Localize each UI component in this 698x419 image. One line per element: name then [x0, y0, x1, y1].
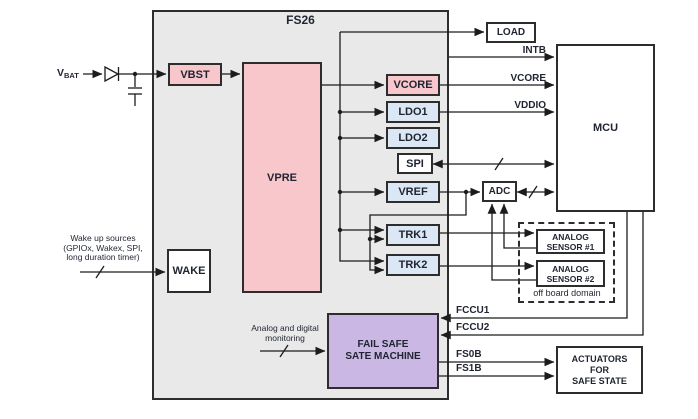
- bus-slash-spi: [494, 157, 504, 171]
- vbat-label: VBAT: [57, 67, 79, 80]
- signal-label-fccu2: FCCU2: [456, 322, 490, 333]
- block-ldo2: LDO2: [386, 127, 440, 149]
- block-analog-sensor-1: ANALOG SENSOR #1: [536, 229, 605, 254]
- block-failsafe-state-machine: FAIL SAFE SATE MACHINE: [327, 313, 439, 389]
- block-trk2: TRK2: [386, 254, 440, 276]
- signal-label-fs0b: FS0B: [456, 349, 482, 360]
- block-vref: VREF: [386, 181, 440, 203]
- block-analog-sensor-2: ANALOG SENSOR #2: [536, 260, 605, 287]
- signal-label-intb: INTB: [522, 45, 546, 56]
- block-wake: WAKE: [167, 249, 211, 293]
- signal-label-fccu1: FCCU1: [456, 305, 490, 316]
- block-ldo1: LDO1: [386, 101, 440, 123]
- diode-icon: [104, 65, 120, 83]
- block-spi: SPI: [397, 153, 433, 174]
- bus-slash-wakeup: [95, 265, 105, 279]
- block-vcore: VCORE: [386, 74, 440, 96]
- block-mcu: MCU: [556, 44, 655, 212]
- block-vpre: VPRE: [242, 62, 322, 293]
- block-adc: ADC: [482, 181, 517, 202]
- block-actuators: ACTUATORS FOR SAFE STATE: [556, 346, 643, 394]
- signal-label-fs1b: FS1B: [456, 363, 482, 374]
- off-board-domain-label: off board domain: [533, 288, 601, 298]
- block-trk1: TRK1: [386, 224, 440, 246]
- monitoring-note: Analog and digital monitoring: [251, 323, 319, 343]
- capacitor-icon: [128, 74, 142, 106]
- wakeup-sources-note: Wake up sources (GPIOx, Wakex, SPI, long…: [63, 233, 143, 262]
- bus-slash-adc: [528, 185, 538, 199]
- block-vbst: VBST: [168, 63, 222, 86]
- chip-title: FS26: [286, 13, 315, 27]
- block-load: LOAD: [486, 22, 536, 43]
- signal-label-vcore: VCORE: [510, 73, 546, 84]
- signal-label-vddio: VDDIO: [514, 100, 546, 111]
